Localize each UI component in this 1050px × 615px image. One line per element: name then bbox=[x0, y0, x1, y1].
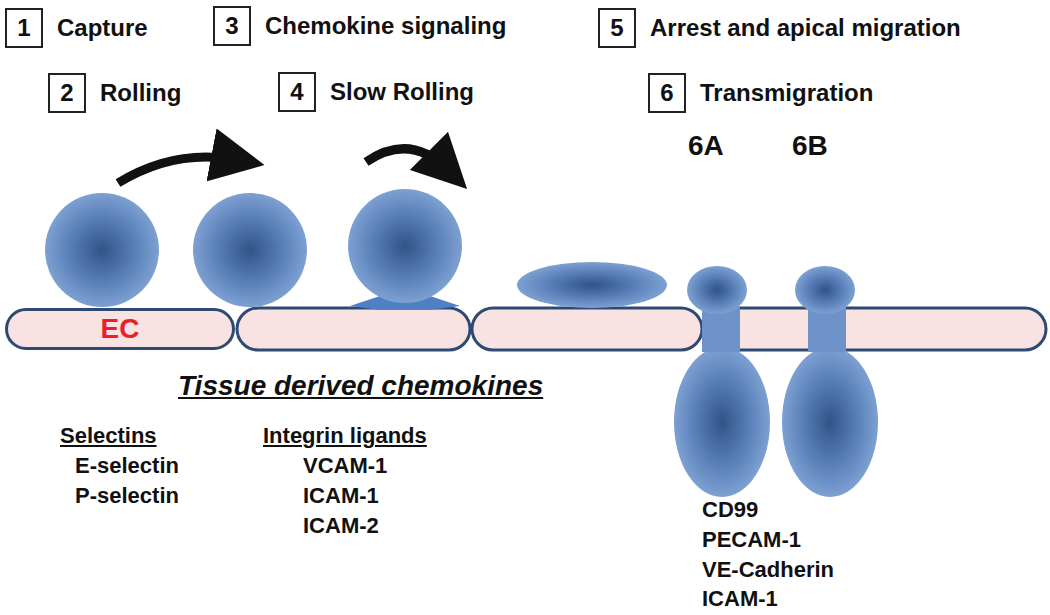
endothelial-cell bbox=[237, 308, 470, 350]
transmigrating-cell bbox=[687, 266, 747, 314]
arrested-leukocyte bbox=[517, 262, 667, 308]
cell-label: 6A bbox=[688, 130, 724, 162]
transmigrating-cell bbox=[795, 266, 855, 314]
group-heading: Integrin ligands bbox=[263, 423, 427, 449]
step-name: Chemokine signaling bbox=[265, 12, 506, 40]
step-callout: 3 Chemokine signaling bbox=[213, 6, 506, 46]
step-name: Capture bbox=[57, 14, 148, 42]
step-callout: 5 Arrest and apical migration bbox=[598, 8, 961, 48]
step-name: Slow Rolling bbox=[330, 78, 474, 106]
molecule-name: E-selectin bbox=[75, 453, 179, 479]
step-name: Rolling bbox=[100, 79, 181, 107]
leukocyte bbox=[348, 189, 462, 303]
section-heading: Tissue derived chemokines bbox=[178, 370, 543, 402]
step-callout: 6 Transmigration bbox=[648, 73, 873, 113]
group-heading: Selectins bbox=[60, 423, 157, 449]
molecule-name: P-selectin bbox=[75, 483, 179, 509]
endothelial-cell: EC bbox=[5, 308, 235, 350]
leukocyte bbox=[193, 193, 307, 307]
callout-number: 4 bbox=[278, 72, 316, 112]
step-callout: 4 Slow Rolling bbox=[278, 72, 474, 112]
transmigrating-cell bbox=[674, 347, 770, 497]
step-callout: 1 Capture bbox=[5, 8, 148, 48]
callout-number: 6 bbox=[648, 73, 686, 113]
leukocyte bbox=[45, 193, 159, 307]
callout-number: 1 bbox=[5, 8, 43, 48]
cell-label: EC bbox=[101, 313, 140, 345]
molecule-name: VE-Cadherin bbox=[702, 557, 834, 583]
callout-number: 5 bbox=[598, 8, 636, 48]
molecule-name: ICAM-1 bbox=[303, 483, 379, 509]
molecule-name: PECAM-1 bbox=[702, 527, 801, 553]
step-callout: 2 Rolling bbox=[48, 73, 181, 113]
step-name: Arrest and apical migration bbox=[650, 14, 961, 42]
rolling-arrow bbox=[366, 149, 448, 170]
molecule-name: ICAM-1 bbox=[702, 586, 778, 612]
step-name: Transmigration bbox=[700, 79, 873, 107]
transmigrating-cell bbox=[782, 347, 878, 497]
cell-label: 6B bbox=[792, 130, 828, 162]
endothelial-cell bbox=[704, 308, 1046, 350]
endothelial-cell bbox=[472, 308, 702, 350]
rolling-arrow bbox=[118, 157, 238, 183]
molecule-name: ICAM-2 bbox=[303, 513, 379, 539]
callout-number: 3 bbox=[213, 6, 251, 46]
callout-number: 2 bbox=[48, 73, 86, 113]
molecule-name: CD99 bbox=[702, 497, 758, 523]
molecule-name: VCAM-1 bbox=[303, 453, 387, 479]
